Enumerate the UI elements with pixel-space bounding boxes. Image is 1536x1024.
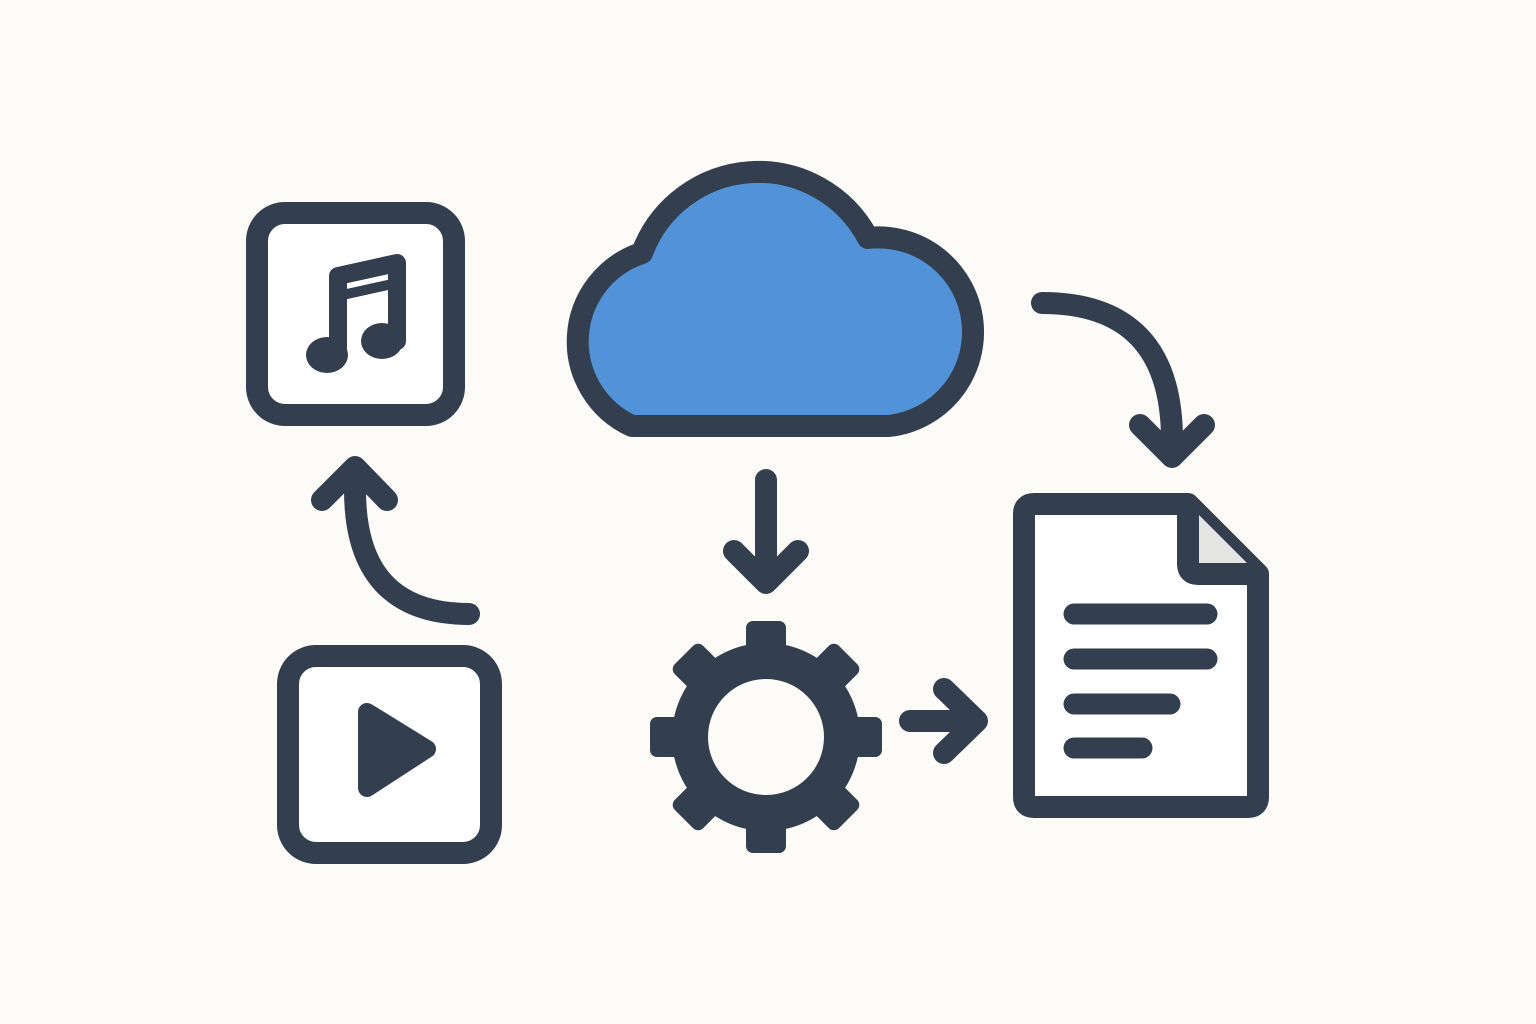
document-fold bbox=[1177, 504, 1258, 585]
gear-icon bbox=[650, 621, 882, 853]
arrow-shaft bbox=[344, 479, 480, 625]
arrow-shaft bbox=[1031, 292, 1183, 451]
document-text-lines bbox=[1063, 603, 1218, 759]
arrow-head bbox=[1129, 414, 1215, 468]
music-note-beam bbox=[329, 254, 406, 365]
play-triangle bbox=[358, 703, 436, 797]
music-note-head-right bbox=[361, 323, 403, 359]
arrow-gear-to-document bbox=[899, 678, 988, 764]
music-note-glyph bbox=[306, 254, 406, 373]
cloud-shape bbox=[566, 160, 985, 437]
arrow-head bbox=[311, 456, 398, 511]
document-icon bbox=[1013, 493, 1269, 818]
music-note-icon bbox=[246, 202, 465, 426]
play-icon bbox=[277, 645, 502, 864]
arrow-cloud-to-document bbox=[1031, 292, 1215, 468]
arrow-cloud-to-gear bbox=[723, 469, 809, 594]
music-note-beam-inner bbox=[333, 278, 402, 301]
cloud-icon bbox=[566, 160, 985, 437]
music-tile-frame bbox=[246, 202, 465, 426]
arrow-video-to-music bbox=[311, 456, 480, 625]
arrow-head bbox=[933, 678, 988, 764]
arrows bbox=[311, 292, 1215, 764]
gear-hole bbox=[708, 679, 824, 795]
music-note-head-left bbox=[306, 337, 348, 373]
arrow-head bbox=[723, 540, 809, 594]
